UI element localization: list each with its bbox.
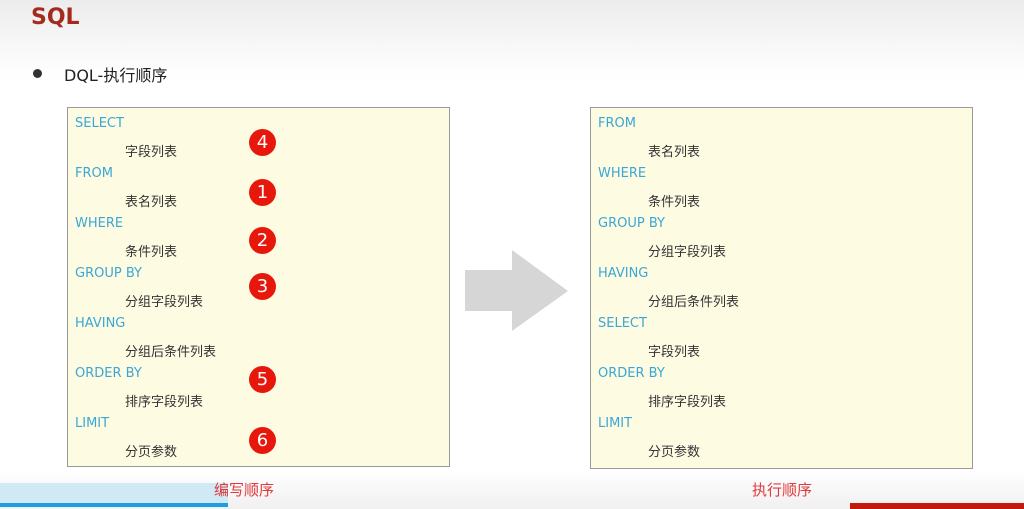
sql-keyword: ORDER BY (75, 366, 142, 381)
right-arrow-icon (465, 250, 568, 331)
order-number-badge: 6 (249, 427, 276, 454)
slide-title: SQL (31, 5, 80, 30)
sql-keyword: SELECT (75, 116, 124, 131)
sql-clause-value: 分页参数 (648, 445, 701, 460)
sql-clause-value: 分组字段列表 (125, 295, 204, 310)
bottom-red-banner (850, 503, 1024, 509)
order-number-badge: 4 (249, 129, 276, 156)
sql-keyword: SELECT (598, 316, 647, 331)
order-number-badge: 5 (249, 366, 276, 393)
sql-clause-value: 排序字段列表 (125, 395, 204, 410)
sql-keyword: HAVING (75, 316, 126, 331)
order-number-badge: 1 (249, 179, 276, 206)
order-number-badge: 2 (249, 227, 276, 254)
sql-clause-value: 字段列表 (648, 345, 701, 360)
sql-keyword: GROUP BY (598, 216, 665, 231)
sql-keyword: FROM (75, 166, 113, 181)
video-progress-bar[interactable] (0, 503, 228, 507)
slide-subtitle: DQL-执行顺序 (64, 66, 168, 85)
video-progress-area (0, 483, 228, 503)
writing-order-caption: 编写顺序 (214, 481, 275, 499)
sql-keyword: LIMIT (598, 416, 633, 431)
sql-clause-value: 表名列表 (648, 145, 701, 160)
sql-clause-value: 表名列表 (125, 195, 178, 210)
sql-keyword: WHERE (75, 216, 124, 231)
sql-clause-value: 分组后条件列表 (125, 345, 217, 360)
sql-keyword: HAVING (598, 266, 649, 281)
execution-order-caption: 执行顺序 (752, 481, 813, 499)
sql-clause-value: 排序字段列表 (648, 395, 727, 410)
sql-clause-value: 条件列表 (125, 245, 178, 260)
order-number-badge: 3 (249, 273, 276, 300)
sql-clause-value: 分页参数 (125, 445, 178, 460)
sql-keyword: FROM (598, 116, 636, 131)
sql-clause-value: 分组字段列表 (648, 245, 727, 260)
sql-clause-value: 条件列表 (648, 195, 701, 210)
bullet-icon (33, 69, 42, 78)
sql-keyword: GROUP BY (75, 266, 142, 281)
sql-clause-value: 分组后条件列表 (648, 295, 740, 310)
sql-keyword: LIMIT (75, 416, 110, 431)
sql-keyword: WHERE (598, 166, 647, 181)
sql-keyword: ORDER BY (598, 366, 665, 381)
sql-clause-value: 字段列表 (125, 145, 178, 160)
